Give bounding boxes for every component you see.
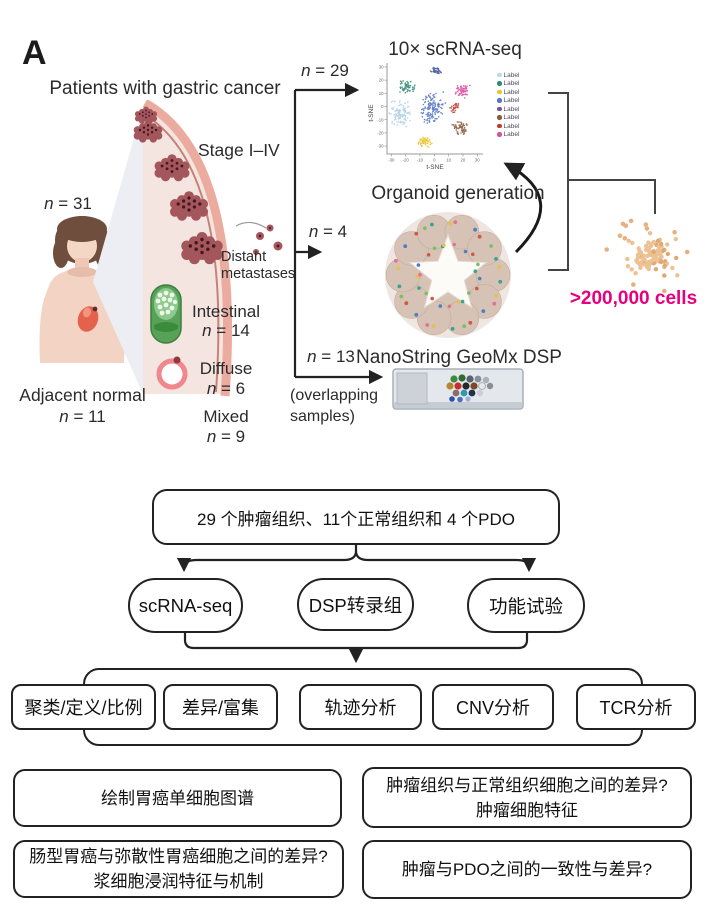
question-line: 肿瘤与PDO之间的一致性与差异?	[401, 860, 653, 879]
legend-label: Label	[503, 105, 520, 113]
scrna-seq-title: 10× scRNA-seq	[388, 39, 522, 60]
svg-text:-10: -10	[377, 117, 384, 122]
legend-swatch	[497, 72, 502, 78]
legend-item: Label	[497, 88, 531, 96]
question-line: 肿瘤组织与正常组织细胞之间的差异?	[386, 775, 668, 795]
svg-text:30: 30	[379, 65, 384, 70]
svg-text:-20: -20	[377, 130, 384, 135]
svg-text:10: 10	[446, 158, 451, 163]
distant-metastases-label: Distant metastases	[221, 249, 296, 282]
analysis-box-differential-enrichment: 差异/富集	[163, 684, 278, 730]
svg-text:-20: -20	[403, 158, 410, 163]
subtype-mixed-count: n = 9	[206, 427, 246, 446]
stage-label: Stage I–IV	[198, 140, 280, 160]
question-box-atlas: 绘制胃癌单细胞图谱	[13, 769, 342, 827]
analysis-label: 轨迹分析	[324, 698, 397, 718]
adjacent-normal-count: n = 11	[59, 407, 106, 426]
legend-item: Label	[497, 71, 531, 79]
analysis-label: TCR分析	[599, 698, 673, 718]
organoid-generation-title: Organoid generation	[371, 183, 545, 204]
tsne-plot: 30 20 10 0 -10 -20 -30 -30 -20 -10 0 10 20 30 t-SNE t-S…	[368, 63, 483, 171]
svg-text:-10: -10	[417, 158, 424, 163]
legend-swatch	[497, 123, 502, 129]
legend-swatch	[497, 98, 502, 103]
svg-text:0: 0	[381, 104, 384, 109]
legend-swatch	[497, 106, 502, 112]
svg-text:-30: -30	[388, 158, 395, 163]
method-functional-label: 功能试验	[488, 595, 563, 617]
legend-swatch	[497, 81, 502, 86]
flowchart-source-text: 29 个肿瘤组织、11个正常组织和 4 个PDO	[196, 509, 516, 529]
legend-swatch	[497, 89, 502, 95]
total-cells-label: >200,000 cells	[569, 288, 698, 309]
subtype-mixed-label: Mixed	[203, 407, 249, 426]
subtype-diffuse-count: n = 6	[206, 379, 246, 398]
intestinal-tissue-icon	[150, 284, 182, 344]
patients-title: Patients with gastric cancer	[49, 78, 281, 99]
dsp-slide-illustration	[392, 368, 524, 410]
flowchart-source-box: 29 个肿瘤组织、11个正常组织和 4 个PDO	[152, 489, 560, 545]
adjacent-normal-label: Adjacent normal	[19, 385, 146, 405]
svg-text:20: 20	[379, 78, 384, 83]
question-line: 绘制胃癌单细胞图谱	[101, 788, 254, 808]
analysis-box-clustering: 聚类/定义/比例	[11, 684, 156, 730]
branch-organoid-count: n = 4	[308, 222, 348, 241]
panel-a-label: A	[22, 34, 47, 72]
svg-text:t-SNE: t-SNE	[426, 164, 444, 171]
analysis-box-tcr: TCR分析	[576, 684, 696, 730]
legend-item: Label	[497, 105, 531, 113]
method-dsp-label: DSP转录组	[308, 594, 403, 616]
method-oval-dsp-transcriptome: DSP转录组	[297, 578, 414, 631]
legend-label: Label	[503, 71, 520, 79]
legend-swatch	[497, 132, 502, 137]
legend-item: Label	[497, 122, 531, 130]
method-scrna-label: scRNA-seq	[138, 594, 233, 616]
overlapping-samples-note: (overlapping samples)	[290, 387, 379, 425]
legend-label: Label	[503, 80, 520, 87]
method-oval-scrna-seq: scRNA-seq	[128, 578, 243, 633]
svg-text:10: 10	[379, 91, 384, 96]
branch-dsp-count: n = 13	[307, 347, 355, 366]
analysis-label: CNV分析	[455, 698, 530, 718]
svg-text:t-SNE: t-SNE	[368, 104, 375, 122]
subtype-diffuse-label: Diffuse	[199, 359, 253, 378]
question-line: 肿瘤细胞特征	[476, 800, 578, 820]
question-line: 肠型胃癌与弥散性胃癌细胞之间的差异?	[29, 847, 328, 866]
organoid-cell-dots	[394, 220, 503, 331]
legend-label: Label	[503, 97, 520, 104]
question-box-tumor-vs-pdo: 肿瘤与PDO之间的一致性与差异?	[362, 840, 692, 899]
diffuse-ring-icon	[156, 356, 188, 390]
pooled-cells-illustration	[604, 218, 690, 294]
legend-item: Label	[497, 114, 531, 122]
legend-label: Label	[503, 122, 520, 130]
analysis-label: 差异/富集	[181, 698, 259, 718]
legend-item: Label	[497, 131, 531, 139]
analysis-box-trajectory: 轨迹分析	[299, 684, 422, 730]
subtype-intestinal-label: Intestinal	[191, 302, 261, 321]
question-box-tumor-vs-normal: 肿瘤组织与正常组织细胞之间的差异? 肿瘤细胞特征	[362, 767, 692, 828]
branch-scrna-count: n = 29	[301, 61, 349, 80]
svg-text:20: 20	[461, 158, 466, 163]
subtype-intestinal-count: n = 14	[202, 321, 250, 340]
legend-item: Label	[497, 97, 531, 105]
tumor-clusters	[133, 106, 283, 265]
legend-label: Label	[503, 131, 520, 138]
legend-item: Label	[497, 80, 531, 88]
legend-swatch	[497, 115, 502, 120]
question-line: 浆细胞浸润特征与机制	[93, 872, 264, 891]
nanostring-dsp-title: NanoString GeoMx DSP	[356, 347, 562, 368]
svg-text:0: 0	[433, 158, 436, 163]
analysis-label: 聚类/定义/比例	[24, 698, 143, 718]
method-oval-functional-assay: 功能试验	[467, 578, 585, 633]
question-box-intestinal-vs-diffuse: 肠型胃癌与弥散性胃癌细胞之间的差异? 浆细胞浸润特征与机制	[13, 840, 344, 898]
svg-text:30: 30	[475, 158, 480, 163]
organoid-illustration	[385, 212, 511, 338]
svg-text:-30: -30	[377, 144, 384, 149]
legend-label: Label	[503, 88, 520, 96]
patients-count: n = 31	[44, 194, 92, 213]
legend-label: Label	[503, 114, 520, 121]
analysis-box-cnv: CNV分析	[432, 684, 554, 730]
